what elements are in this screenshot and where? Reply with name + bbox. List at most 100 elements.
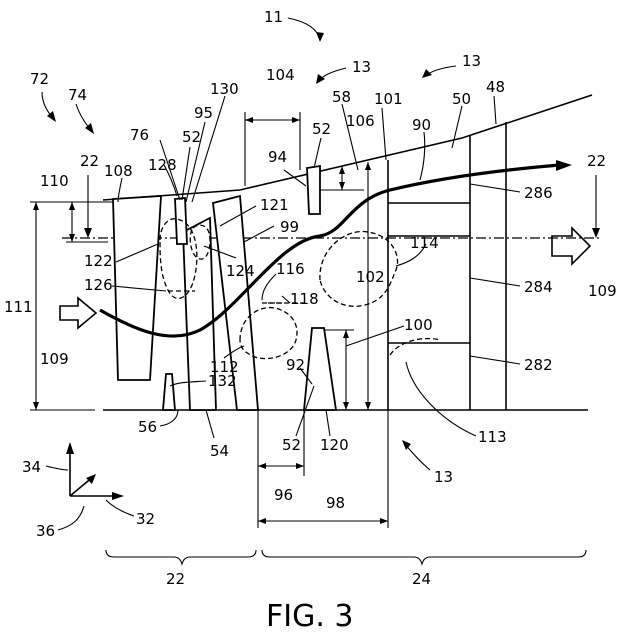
leader-56	[160, 410, 178, 426]
label-36: 36	[36, 522, 55, 540]
label-54: 54	[210, 442, 229, 460]
dim-arrow	[245, 117, 253, 123]
flow-path-curve	[100, 165, 560, 336]
leader-118	[282, 296, 290, 303]
dim-arrow	[258, 463, 266, 469]
section-arrow	[592, 228, 600, 238]
stub-blade	[163, 374, 175, 410]
leader-120	[326, 410, 330, 436]
leader-94	[284, 170, 306, 186]
axis-34-leader	[46, 466, 68, 470]
label-52: 52	[312, 120, 331, 138]
outer-casing-line	[103, 95, 592, 200]
dim-arrow	[365, 402, 371, 410]
dim-arrow	[33, 402, 39, 410]
lower-vane	[304, 328, 336, 410]
leader-52b	[314, 138, 321, 168]
label-48: 48	[486, 78, 505, 96]
label-101: 101	[374, 90, 403, 108]
label-121: 121	[260, 196, 289, 214]
inflow-arrow-109	[60, 298, 96, 328]
leader-116	[262, 274, 276, 300]
label-13: 13	[434, 468, 453, 486]
label-96: 96	[274, 486, 293, 504]
label-116: 116	[276, 260, 305, 278]
dim-arrow	[343, 402, 349, 410]
leader-286	[470, 184, 520, 192]
label-102: 102	[356, 268, 385, 286]
leader-54	[206, 410, 214, 438]
leader-90	[420, 132, 425, 180]
label-58: 58	[332, 88, 351, 106]
dim-arrow	[343, 330, 349, 338]
leader-arrow	[316, 74, 325, 84]
label-22: 22	[166, 570, 185, 588]
label-118: 118	[290, 290, 319, 308]
label-72: 72	[30, 70, 49, 88]
dim-arrow	[292, 117, 300, 123]
dim-arrow	[33, 202, 39, 210]
label-92: 92	[286, 356, 305, 374]
leader-arrow	[316, 32, 324, 42]
label-99: 99	[280, 218, 299, 236]
axis-32-leader	[106, 500, 134, 516]
label-13: 13	[462, 52, 481, 70]
label-111: 111	[4, 298, 33, 316]
label-34: 34	[22, 458, 41, 476]
dim-arrow	[296, 463, 304, 469]
label-90: 90	[412, 116, 431, 134]
leader-113	[406, 362, 476, 436]
leader-50	[452, 106, 462, 148]
label-94: 94	[268, 148, 287, 166]
label-109: 109	[40, 350, 69, 368]
leader-101	[382, 108, 386, 160]
label-124: 124	[226, 262, 255, 280]
label-52: 52	[182, 128, 201, 146]
label-286: 286	[524, 184, 553, 202]
brace-24	[262, 550, 586, 564]
label-50: 50	[452, 90, 471, 108]
dim-arrow	[380, 518, 388, 524]
label-128: 128	[148, 156, 177, 174]
outflow-arrow-109	[552, 228, 590, 264]
axis-arrow-diag	[86, 474, 96, 484]
leader-284	[470, 278, 520, 286]
label-76: 76	[130, 126, 149, 144]
dashed-ring-100	[390, 339, 440, 355]
label-114: 114	[410, 234, 439, 252]
short-strut	[307, 166, 320, 214]
label-132: 132	[208, 372, 237, 390]
dim-arrow	[258, 518, 266, 524]
label-22: 22	[80, 152, 99, 170]
leader-48	[494, 96, 496, 124]
label-74: 74	[68, 86, 87, 104]
brace-22	[106, 550, 256, 564]
label-95: 95	[194, 104, 213, 122]
label-56: 56	[138, 418, 157, 436]
label-109: 109	[588, 282, 617, 300]
leader-282	[470, 356, 520, 364]
label-24: 24	[412, 570, 431, 588]
figure-caption: FIG. 3	[266, 599, 354, 634]
leader-arrow	[422, 69, 432, 78]
label-122: 122	[84, 252, 113, 270]
section-arrow	[84, 228, 92, 238]
dim-arrow	[365, 162, 371, 170]
label-98: 98	[326, 494, 345, 512]
axis-arrow-right	[112, 492, 124, 500]
leader-99	[244, 226, 274, 242]
axis-arrow-up	[66, 442, 74, 454]
label-120: 120	[320, 436, 349, 454]
label-113: 113	[478, 428, 507, 446]
label-130: 130	[210, 80, 239, 98]
label-126: 126	[84, 276, 113, 294]
leader-arrow	[402, 440, 411, 450]
label-104: 104	[266, 66, 295, 84]
leader-11	[288, 18, 320, 40]
label-32: 32	[136, 510, 155, 528]
label-13: 13	[352, 58, 371, 76]
label-108: 108	[104, 162, 133, 180]
label-106: 106	[346, 112, 375, 130]
